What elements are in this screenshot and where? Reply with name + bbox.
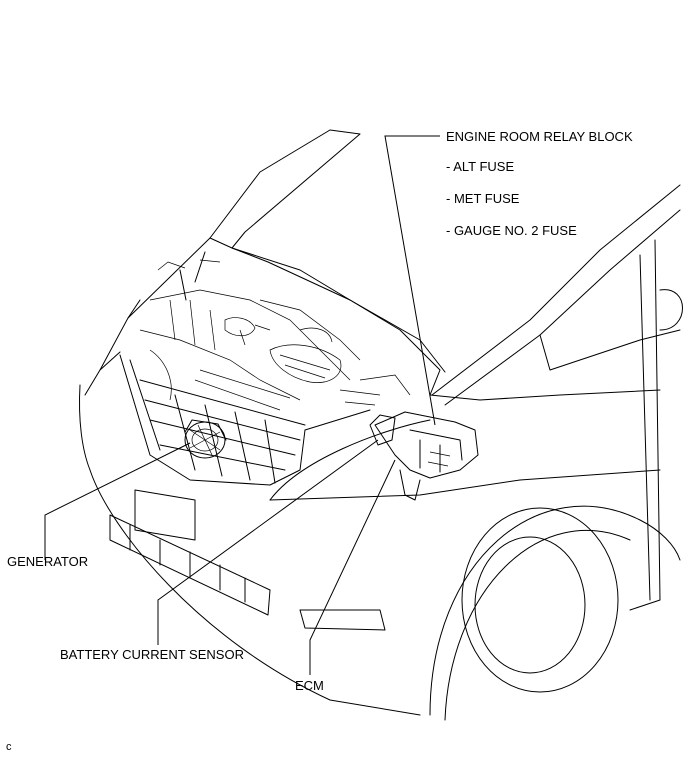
ecm-and-relay-block (369, 411, 479, 501)
relay-block-label: ENGINE ROOM RELAY BLOCK (446, 129, 633, 144)
alt-fuse-label: - ALT FUSE (446, 159, 515, 174)
ecm-leader (309, 459, 396, 675)
ecm-label: ECM (295, 678, 324, 693)
generator-component (184, 419, 227, 459)
generator-label: GENERATOR (7, 554, 89, 569)
figure-id: c (6, 741, 12, 753)
relay-block-leader (384, 135, 440, 426)
battery-sensor-leader (157, 439, 379, 645)
leader-lines (44, 135, 440, 675)
generator-leader (44, 442, 191, 560)
met-fuse-label: - MET FUSE (446, 191, 520, 206)
vehicle-body (79, 129, 683, 721)
gauge-fuse-label: - GAUGE NO. 2 FUSE (446, 223, 577, 238)
battery-sensor-label: BATTERY CURRENT SENSOR (60, 647, 244, 662)
